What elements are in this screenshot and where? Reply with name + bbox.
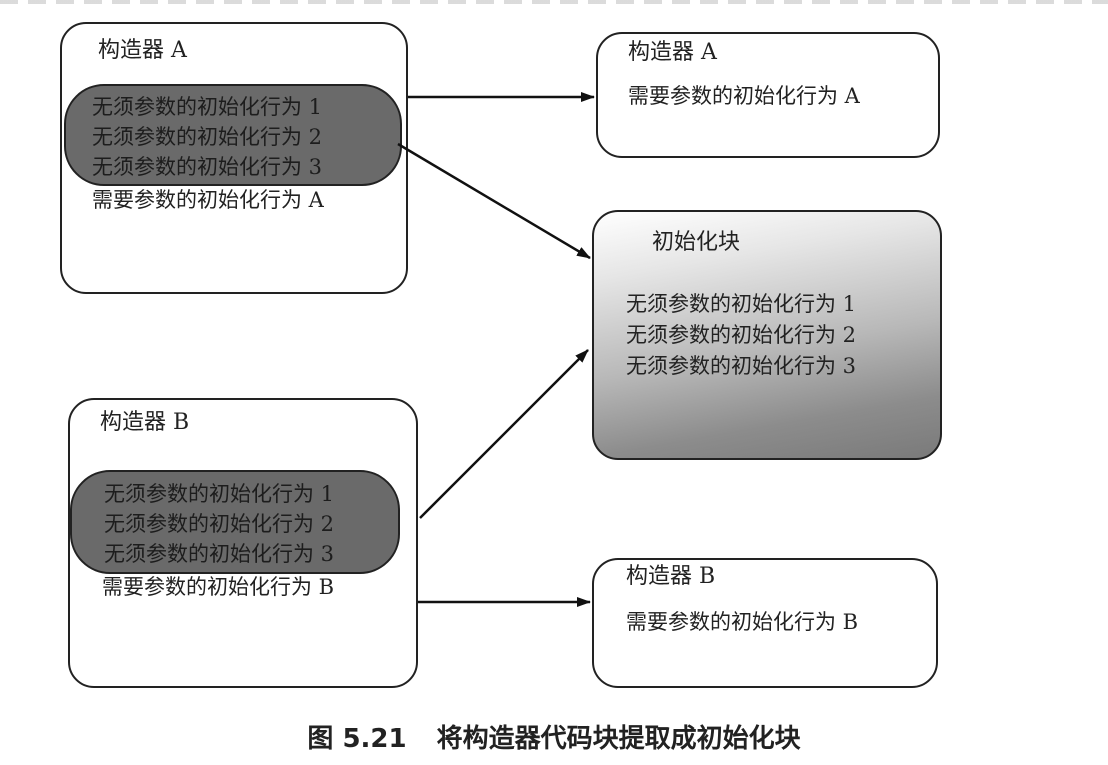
constructor-a-specific-line: 需要参数的初始化行为 A bbox=[92, 188, 324, 212]
arrow-b-to-init-block bbox=[419, 349, 589, 519]
constructor-a-shared-highlight bbox=[64, 84, 402, 186]
cropped-text-line bbox=[0, 0, 1108, 4]
constructor-a-shared-line-1: 无须参数的初始化行为 1 bbox=[92, 95, 323, 119]
arrow-a-to-init-block bbox=[397, 142, 591, 260]
figure-number: 图 5.21 bbox=[307, 724, 407, 754]
constructor-b-shared-highlight bbox=[70, 470, 400, 574]
constructor-b-specific-line: 需要参数的初始化行为 B bbox=[102, 575, 335, 599]
init-block-line-3: 无须参数的初始化行为 3 bbox=[626, 354, 857, 378]
init-block-line-1: 无须参数的初始化行为 1 bbox=[626, 292, 857, 316]
constructor-b-shared-line-2: 无须参数的初始化行为 2 bbox=[104, 512, 335, 536]
figure-caption: 图 5.21 将构造器代码块提取成初始化块 bbox=[0, 718, 1108, 755]
result-constructor-a-title: 构造器 A bbox=[628, 40, 717, 65]
constructor-a-shared-line-3: 无须参数的初始化行为 3 bbox=[92, 155, 323, 179]
init-block-box bbox=[592, 210, 942, 460]
init-block-line-2: 无须参数的初始化行为 2 bbox=[626, 323, 857, 347]
constructor-b-shared-line-3: 无须参数的初始化行为 3 bbox=[104, 542, 335, 566]
result-constructor-a-box bbox=[596, 32, 940, 158]
constructor-a-title: 构造器 A bbox=[98, 38, 187, 63]
result-constructor-b-box bbox=[592, 558, 938, 688]
result-constructor-a-line: 需要参数的初始化行为 A bbox=[628, 84, 860, 108]
result-constructor-b-line: 需要参数的初始化行为 B bbox=[626, 610, 859, 634]
constructor-b-shared-line-1: 无须参数的初始化行为 1 bbox=[104, 482, 335, 506]
constructor-b-title: 构造器 B bbox=[100, 410, 190, 435]
result-constructor-b-title: 构造器 B bbox=[626, 564, 716, 589]
init-block-title: 初始化块 bbox=[652, 230, 741, 255]
figure-caption-text: 将构造器代码块提取成初始化块 bbox=[436, 724, 801, 754]
constructor-a-shared-line-2: 无须参数的初始化行为 2 bbox=[92, 125, 323, 149]
